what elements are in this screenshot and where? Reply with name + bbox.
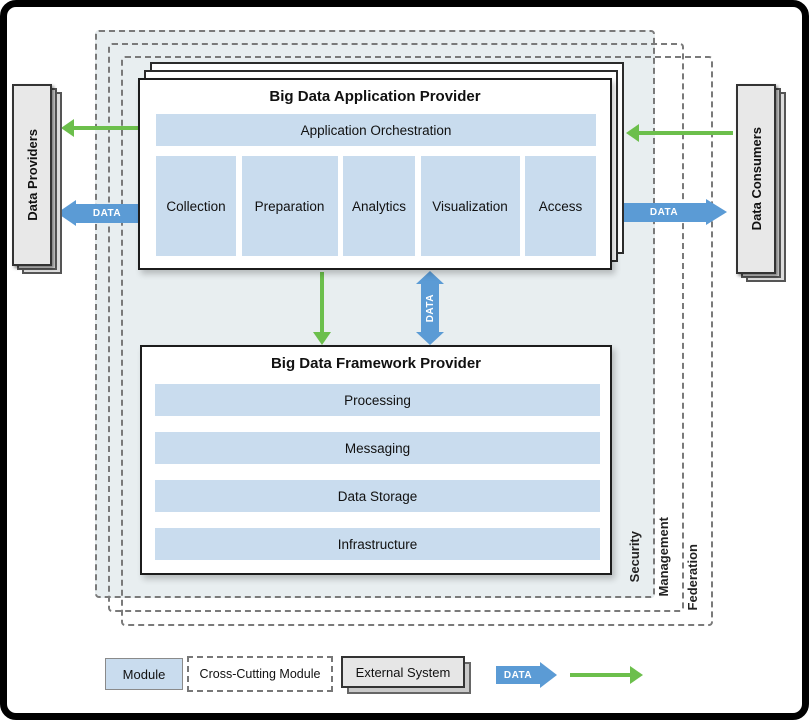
data-arrow-left: DATA <box>76 204 138 223</box>
legend-cross-cutting-label: Cross-Cutting Module <box>199 667 321 681</box>
module-analytics-label: Analytics <box>351 198 407 214</box>
legend-green-arrow <box>570 673 630 677</box>
module-preparation-label: Preparation <box>254 198 325 214</box>
layer-processing-label: Processing <box>344 392 411 408</box>
green-arrow-left <box>74 126 138 130</box>
application-modules-row: Collection Preparation Analytics Visuali… <box>156 156 596 256</box>
green-arrow-left-head-icon <box>61 119 74 137</box>
data-arrow-vertical-top-head-icon <box>416 271 444 284</box>
cross-cutting-label-management: Management <box>656 516 671 596</box>
cross-cutting-label-federation: Federation <box>685 543 700 610</box>
legend-data-arrow-label: DATA <box>503 669 533 681</box>
legend-cross-cutting-swatch: Cross-Cutting Module <box>187 656 333 692</box>
layer-data-storage-label: Data Storage <box>337 488 418 504</box>
layer-infrastructure: Infrastructure <box>155 528 600 560</box>
module-analytics: Analytics <box>343 156 415 256</box>
cross-cutting-label-security: Security <box>627 530 642 582</box>
module-visualization: Visualization <box>420 156 520 256</box>
module-collection-label: Collection <box>166 198 226 214</box>
module-visualization-label: Visualization <box>432 198 508 214</box>
legend-external-system-label: External System <box>355 664 451 680</box>
module-access: Access <box>525 156 596 256</box>
legend-data-arrow: DATA <box>496 666 540 684</box>
data-arrow-vertical-bottom-head-icon <box>416 332 444 345</box>
green-arrow-down <box>320 272 324 332</box>
cross-cutting-box-federation <box>121 56 713 626</box>
data-consumers-stack: Data Consumers <box>736 84 800 288</box>
layer-messaging-label: Messaging <box>344 440 411 456</box>
legend-data-arrow-head-icon <box>540 662 557 688</box>
module-collection: Collection <box>156 156 236 256</box>
data-arrow-vertical-label: DATA <box>424 293 436 323</box>
data-consumers-label: Data Consumers <box>748 127 764 231</box>
data-consumers-box: Data Consumers <box>736 84 776 274</box>
framework-provider-box: Big Data Framework Provider Processing M… <box>140 345 612 575</box>
data-arrow-right: DATA <box>622 203 706 222</box>
application-orchestration-module: Application Orchestration <box>156 114 596 146</box>
data-arrow-vertical: DATA <box>421 284 439 332</box>
layer-data-storage: Data Storage <box>155 480 600 512</box>
layer-messaging: Messaging <box>155 432 600 464</box>
application-provider-title: Big Data Application Provider <box>269 88 481 105</box>
application-orchestration-label: Application Orchestration <box>300 122 452 138</box>
module-access-label: Access <box>538 198 583 214</box>
legend-external-system-box: External System <box>341 656 465 688</box>
data-arrow-right-label: DATA <box>649 207 679 218</box>
legend-module-swatch: Module <box>105 658 183 690</box>
legend-green-arrow-head-icon <box>630 666 643 684</box>
data-providers-stack: Data Providers <box>12 84 76 280</box>
layer-processing: Processing <box>155 384 600 416</box>
application-provider-box: Big Data Application Provider Applicatio… <box>138 78 612 270</box>
data-providers-label: Data Providers <box>24 129 40 221</box>
data-arrow-right-head-icon <box>706 199 727 225</box>
green-arrow-down-head-icon <box>313 332 331 345</box>
legend-external-system-swatch: External System <box>341 656 477 698</box>
data-providers-box: Data Providers <box>12 84 52 266</box>
green-arrow-right <box>639 131 733 135</box>
layer-infrastructure-label: Infrastructure <box>337 536 418 552</box>
module-preparation: Preparation <box>241 156 338 256</box>
data-arrow-left-label: DATA <box>92 208 122 219</box>
cross-cutting-box-management <box>108 43 684 612</box>
legend-module-label: Module <box>122 666 166 682</box>
green-arrow-right-head-icon <box>626 124 639 142</box>
framework-provider-title: Big Data Framework Provider <box>270 355 482 372</box>
